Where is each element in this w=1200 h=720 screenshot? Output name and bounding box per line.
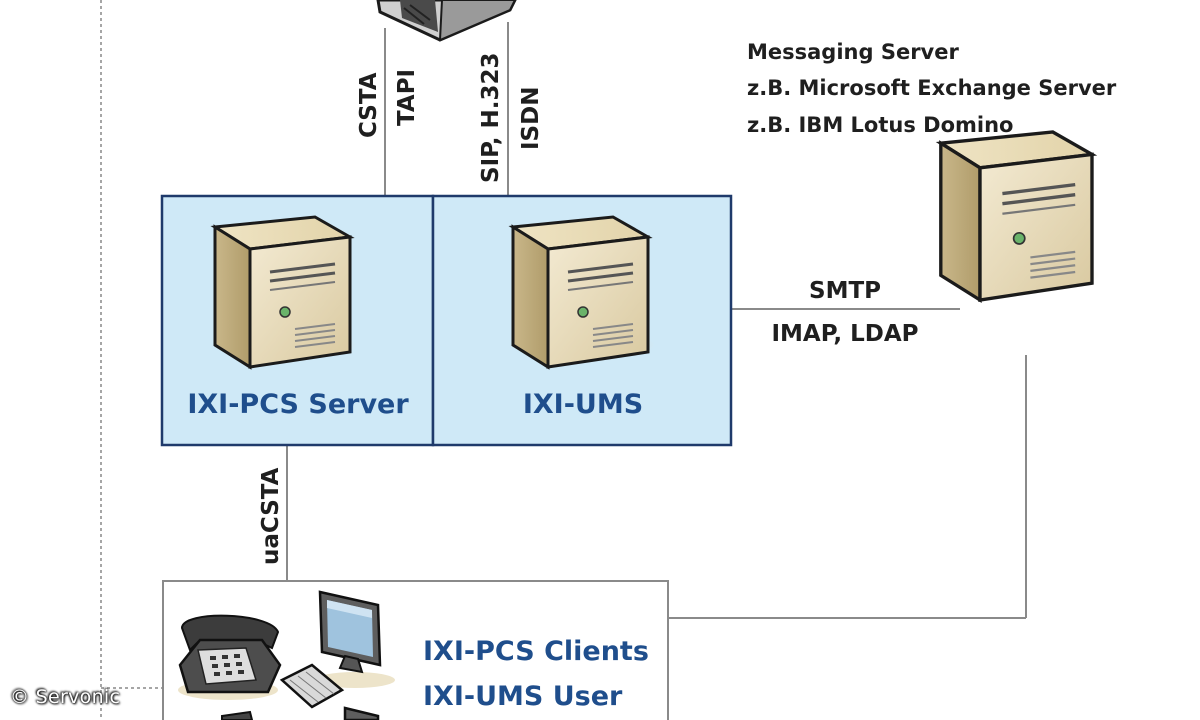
pbx-hardware-icon — [376, 0, 517, 42]
label-csta: CSTA — [356, 72, 382, 138]
label-uacsta: uaCSTA — [258, 467, 284, 565]
ums-label: IXI-UMS — [523, 389, 643, 420]
label-tapi: TAPI — [394, 69, 420, 126]
monitor-icon — [315, 590, 395, 688]
server-tower-icon — [211, 215, 359, 369]
messaging-server-example-1: z.B. Microsoft Exchange Server — [747, 76, 1117, 100]
messaging-server-title: Messaging Server — [747, 40, 959, 64]
pcs-server-label: IXI-PCS Server — [187, 389, 409, 420]
connection-lines — [286, 22, 1027, 619]
clients-label: IXI-PCS Clients — [423, 636, 649, 667]
label-smtp: SMTP — [809, 278, 881, 304]
server-tower-icon — [509, 215, 657, 369]
copyright-notice: © Servonic — [10, 686, 121, 708]
telephone-icon — [178, 614, 282, 700]
server-tower-icon — [936, 130, 1102, 302]
messaging-server-example-2: z.B. IBM Lotus Domino — [747, 113, 1013, 137]
label-sip-h323: SIP, H.323 — [478, 53, 504, 184]
ums-user-label: IXI-UMS User — [423, 681, 623, 712]
label-imap-ldap: IMAP, LDAP — [771, 321, 918, 347]
label-isdn: ISDN — [518, 87, 544, 150]
keyboard-icon — [279, 663, 345, 709]
monitor-icon — [221, 706, 380, 720]
